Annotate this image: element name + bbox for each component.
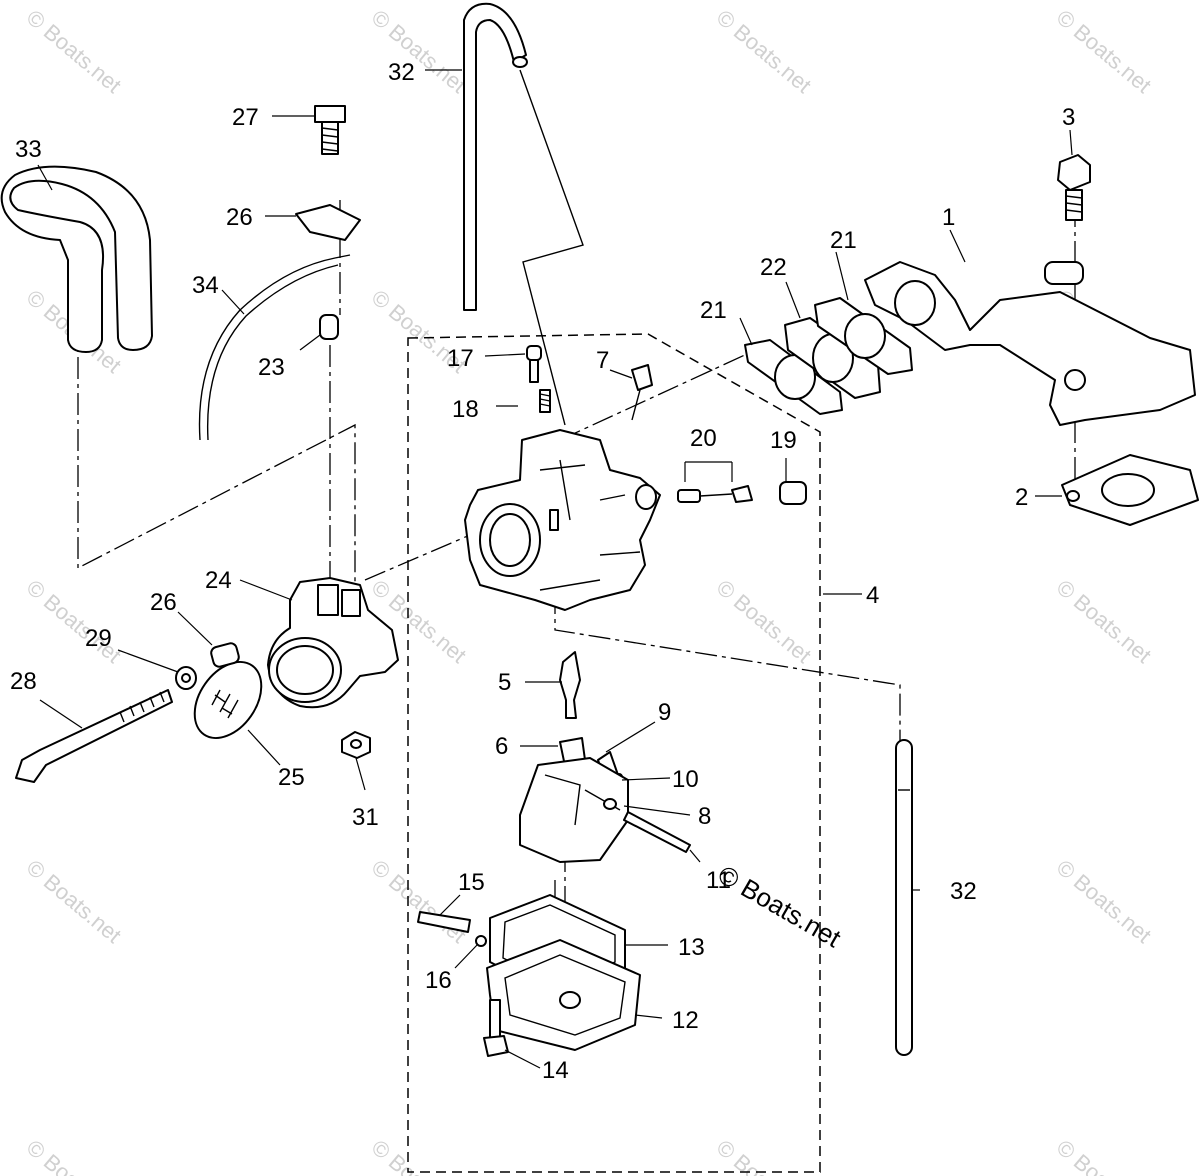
watermark: © Boats.net	[712, 575, 816, 668]
watermark: © Boats.net	[22, 855, 126, 948]
gasket-2	[1061, 454, 1199, 526]
callout-25: 26	[150, 589, 177, 616]
callout-27: 28	[10, 668, 37, 695]
callout-4: 4	[866, 582, 879, 609]
watermark: © Boats.net	[22, 575, 126, 668]
callout-20: 20	[690, 425, 717, 452]
bolt-27	[15, 689, 173, 783]
callout-9: 9	[658, 699, 671, 726]
callout-21-front: 21	[700, 297, 727, 324]
callout-21-rear: 21	[830, 227, 857, 254]
bolt-3	[1057, 154, 1091, 221]
cap-19	[779, 481, 807, 505]
callout-2: 2	[1015, 484, 1028, 511]
float-8	[519, 757, 629, 863]
needle-valve-5	[559, 651, 581, 719]
watermark: © Boats.net	[367, 855, 471, 948]
callout-13: 13	[678, 934, 705, 961]
watermark: © Boats.net	[712, 5, 816, 98]
intake-manifold-1	[864, 261, 1196, 426]
callout-32: 32	[388, 59, 415, 86]
bushing-25	[210, 642, 240, 668]
watermark: © Boats.net	[22, 1135, 126, 1176]
callout-33: 33	[15, 136, 42, 163]
callout-34: 34	[192, 272, 219, 299]
screw-17	[526, 345, 542, 383]
spring-18	[539, 389, 551, 413]
screw-11	[623, 811, 691, 853]
screw-7	[631, 364, 653, 421]
gasket-21-rear	[814, 297, 913, 375]
fuel-hose-33	[0, 165, 153, 353]
bolt-30	[314, 105, 346, 155]
callout-31: 31	[352, 804, 379, 831]
callout-14: 14	[542, 1057, 569, 1084]
collar-26	[319, 314, 339, 340]
assembly-boundary-4	[407, 333, 821, 1173]
choke-cable-34	[198, 254, 351, 441]
insulator-22	[784, 317, 881, 399]
carburetor-body-4	[464, 429, 661, 611]
callout-labels: 32 27 33 26 34 23 17 18 7 20 19 21 22 21…	[10, 59, 1075, 1084]
watermark: © Boats.net	[1052, 1135, 1156, 1176]
plate-29	[295, 204, 361, 241]
callout-11: 11	[706, 867, 731, 894]
callout-15: 15	[458, 869, 485, 896]
callout-28: 29	[85, 625, 112, 652]
leader-lines	[37, 69, 1073, 1069]
screw-15	[417, 911, 471, 933]
screen-24	[193, 661, 263, 739]
watermark: © Boats.net	[22, 5, 126, 98]
callout-3: 3	[1062, 104, 1075, 131]
callout-8: 8	[698, 803, 711, 830]
callout-12: 12	[672, 1007, 699, 1034]
vent-hose-right	[895, 739, 913, 1056]
screw-set-20	[677, 485, 753, 503]
callout-30: 27	[232, 104, 259, 131]
callout-7: 7	[596, 347, 609, 374]
washer-28	[175, 666, 197, 690]
watermark: © Boats.net	[367, 5, 471, 98]
watermark: © Boats.net	[712, 1135, 816, 1176]
callout-17: 17	[447, 345, 474, 372]
watermark: © Boats.net	[1052, 855, 1156, 948]
watermark: © Boats.net	[1052, 575, 1156, 668]
callout-22: 22	[760, 254, 787, 281]
callout-10: 10	[672, 766, 699, 793]
callout-19: 19	[770, 427, 797, 454]
o-ring-16	[475, 935, 487, 947]
callout-24: 25	[278, 764, 305, 791]
intake-elbow-23	[267, 577, 399, 709]
callout-32-right: 32	[950, 878, 977, 905]
callout-16: 16	[425, 967, 452, 994]
callout-26: 23	[258, 354, 285, 381]
vent-hose-top	[463, 2, 528, 311]
nut-31	[341, 731, 371, 759]
callout-6: 6	[495, 733, 508, 760]
callout-1: 1	[942, 204, 955, 231]
center-watermark: © Boats.net	[713, 859, 847, 953]
watermark: © Boats.net	[1052, 5, 1156, 98]
callout-29: 26	[226, 204, 253, 231]
gasket-21-front	[744, 339, 843, 415]
callout-18: 18	[452, 396, 479, 423]
watermark: © Boats.net	[367, 1135, 471, 1176]
callout-5: 5	[498, 669, 511, 696]
callout-23: 24	[205, 567, 232, 594]
